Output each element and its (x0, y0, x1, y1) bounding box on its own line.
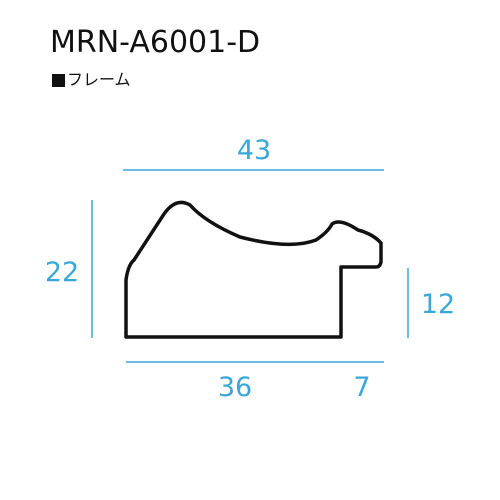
label-width-step: 7 (353, 372, 370, 403)
label-width-lower: 36 (218, 372, 252, 403)
product-category: フレーム (52, 72, 131, 88)
square-bullet-icon (52, 73, 65, 87)
product-code: MRN-A6001-D (50, 25, 261, 60)
frame-profile-outline (124, 200, 383, 339)
label-height-step: 12 (421, 289, 455, 320)
label-width-total: 43 (237, 135, 271, 166)
label-height-total: 22 (45, 257, 79, 288)
category-label: フレーム (67, 70, 131, 89)
